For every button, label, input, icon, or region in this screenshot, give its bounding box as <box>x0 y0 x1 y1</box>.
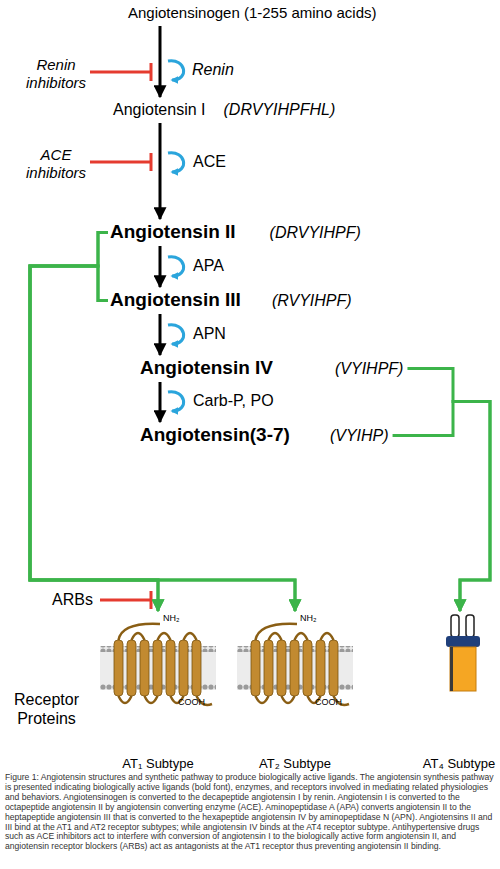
precursor-node: Angiotensinogen (1-255 amino acids) <box>128 2 377 24</box>
terminus-label: COOH <box>315 697 342 708</box>
receptor-body <box>450 647 476 691</box>
enzyme-curl <box>168 392 184 411</box>
enzyme-label: Renin <box>192 60 234 80</box>
node-name: AT₂ Subtype <box>259 756 331 772</box>
receptor-node: AT₄ Subtype <box>418 612 500 772</box>
receptor-node: AT₁ Subtype <box>98 612 218 772</box>
inhibition-line <box>100 599 150 602</box>
inhibitor-label: ACE inhibitors <box>20 146 92 182</box>
enzyme-curl <box>168 61 184 80</box>
enzyme-label: APN <box>193 324 226 344</box>
active-peptide-node: Angiotensin II (DRVYIHPF) <box>110 221 361 244</box>
node-name: Angiotensin(3-7) <box>140 424 290 446</box>
at4-illustration <box>446 615 480 691</box>
node-name: Angiotensin IV <box>140 357 273 379</box>
enzyme-curl <box>168 153 184 172</box>
enzyme-label: ACE <box>193 152 226 172</box>
receptor-loop <box>466 615 474 637</box>
inhibition-line <box>90 161 150 164</box>
node-name: Angiotensinogen (1-255 amino acids) <box>128 2 377 24</box>
figure-caption: Figure 1: Angiotensin structures and syn… <box>5 773 495 852</box>
peptide-sequence: (DRVYIHPFHL) <box>224 99 336 121</box>
conversion-arrow <box>159 314 162 355</box>
binding-connector <box>407 369 490 612</box>
peptide-sequence: (DRVYIHPF) <box>270 222 361 244</box>
active-peptide-node: Angiotensin IV (VYIHPF) <box>140 357 403 380</box>
terminus-label: COOH <box>178 697 205 708</box>
node-name: AT₁ Subtype <box>122 756 193 772</box>
receptor-node: AT₂ Subtype <box>235 612 355 772</box>
terminus-label: NH₂ <box>163 613 180 624</box>
node-name: Angiotensin III <box>110 289 241 311</box>
inhibition-bar <box>150 63 153 81</box>
node-name: Angiotensin II <box>110 221 236 243</box>
active-peptide-node: Angiotensin(3-7) (VYIHP) <box>140 424 389 447</box>
receptor-loop <box>451 615 459 637</box>
node-name: Angiotensin I <box>113 99 206 121</box>
peptide-sequence: (VYIHP) <box>330 425 389 447</box>
inhibition-line <box>90 71 150 74</box>
enzyme-curl <box>168 257 184 276</box>
conversion-arrow <box>159 382 162 422</box>
enzyme-label: APA <box>193 256 224 276</box>
terminus-label: NH₂ <box>300 613 317 624</box>
inhibition-bar <box>150 153 153 171</box>
gpcr-illustration <box>237 624 353 705</box>
node-name: AT₄ Subtype <box>423 756 495 772</box>
drug-label: ARBs <box>52 590 93 610</box>
section-label: Receptor Proteins <box>4 690 89 728</box>
peptide-node: Angiotensin I (DRVYIHPFHL) <box>113 99 335 121</box>
binding-connector <box>393 402 490 612</box>
conversion-arrow <box>159 246 162 287</box>
peptide-sequence: (RVYIHPF) <box>272 290 352 312</box>
receptor-cap <box>446 636 480 647</box>
binding-connector <box>30 266 295 611</box>
binding-connector <box>30 233 295 612</box>
inhibition-lines <box>90 63 151 609</box>
peptide-sequence: (VYIHPF) <box>335 358 403 380</box>
active-peptide-node: Angiotensin III (RVYIHPF) <box>110 289 352 312</box>
receptor-edge <box>450 647 453 691</box>
enzyme-label: Carb-P, PO <box>193 391 274 411</box>
gpcr-illustration <box>100 624 216 705</box>
inhibition-bar <box>150 591 153 609</box>
inhibitor-label: Renin inhibitors <box>20 56 92 92</box>
binding-connector <box>30 266 158 611</box>
conversion-arrow <box>159 123 162 219</box>
conversion-arrow <box>159 26 162 97</box>
enzyme-curl <box>168 325 184 344</box>
